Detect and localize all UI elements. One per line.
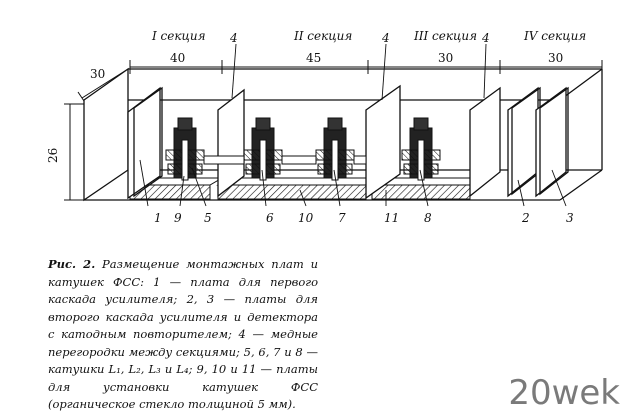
- callout-1: 1: [154, 211, 162, 225]
- top-dimension-line: [129, 60, 603, 74]
- section-title-4: IV секция: [523, 29, 586, 43]
- chassis-box: [83, 67, 603, 202]
- callout-4a: 4: [229, 31, 238, 45]
- height-dimension-line: [64, 103, 84, 201]
- assembly-diagram: I секция II секция III секция IV секция …: [46, 29, 603, 225]
- dim-depth: 30: [90, 67, 105, 81]
- section-title-3: III секция: [413, 29, 477, 43]
- callout-5: 5: [204, 211, 212, 225]
- callout-8: 8: [424, 211, 432, 225]
- callout-11: 11: [384, 211, 399, 225]
- boards-2-3: [507, 86, 569, 198]
- section-title-2: II секция: [293, 29, 352, 43]
- caption-title: Рис. 2.: [48, 257, 96, 271]
- coil-7: [315, 117, 355, 181]
- callout-9: 9: [174, 211, 182, 225]
- callout-2: 2: [521, 211, 530, 225]
- coil-5: [165, 117, 205, 181]
- section-title-1: I секция: [151, 29, 206, 43]
- watermark: 20wek: [508, 373, 620, 413]
- baseplates: [128, 177, 484, 200]
- dim-height: 26: [46, 148, 60, 163]
- dim-section-4: 30: [548, 51, 563, 65]
- caption-text: Размещение монтажных плат и катушек ФСС:…: [48, 257, 319, 411]
- callout-6: 6: [266, 211, 274, 225]
- figure-caption: Рис. 2. Размещение монтажных плат и кату…: [48, 256, 318, 414]
- callout-4c: 4: [481, 31, 490, 45]
- callout-4b: 4: [381, 31, 390, 45]
- coil-6: [243, 117, 283, 181]
- callout-3: 3: [566, 211, 574, 225]
- dim-section-3: 30: [438, 51, 453, 65]
- coil-links: [203, 155, 367, 165]
- partitions: [127, 84, 501, 200]
- callout-10: 10: [298, 211, 314, 225]
- dim-section-2: 45: [306, 51, 321, 65]
- coil-8: [401, 117, 441, 181]
- dim-section-1: 40: [170, 51, 185, 65]
- callout-7: 7: [338, 211, 346, 225]
- leader-lines: [139, 43, 567, 207]
